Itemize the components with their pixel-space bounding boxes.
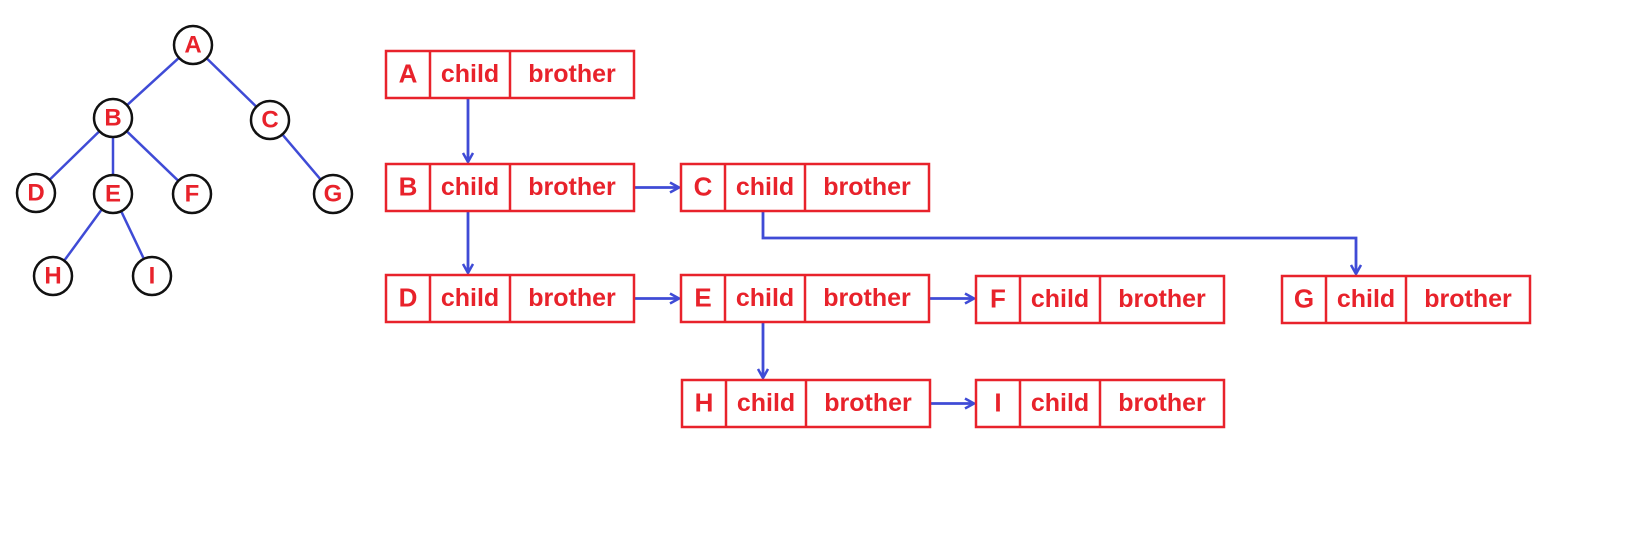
- tree-node-label: C: [261, 106, 278, 133]
- child-brother-links: [468, 87, 1356, 404]
- tree-node-label: A: [184, 31, 201, 58]
- record-brother-field: brother: [528, 173, 616, 201]
- record-brother-field: brother: [528, 284, 616, 312]
- tree-edge-b-d: [48, 130, 101, 181]
- record-node-label: G: [1294, 283, 1314, 313]
- record-child-field: child: [736, 284, 794, 312]
- tree-node-d: D: [15, 172, 57, 214]
- tree-nodes: A B C D E F G H I: [15, 24, 354, 297]
- tree-node-circle: [131, 255, 173, 297]
- tree-node-f: F: [171, 173, 213, 215]
- record-brother-field: brother: [823, 284, 911, 312]
- record-node-label: D: [399, 282, 418, 312]
- record-child-field: child: [441, 284, 499, 312]
- record-child-field: child: [1337, 285, 1395, 313]
- record-child-field: child: [1031, 285, 1089, 313]
- record-brother-field: brother: [1118, 389, 1206, 417]
- tree-node-label: G: [324, 180, 343, 207]
- tree-edge-c-g: [281, 133, 322, 181]
- tree-node-a: A: [172, 24, 214, 66]
- record-brother-field: brother: [1424, 285, 1512, 313]
- record-node-label: H: [695, 387, 714, 417]
- tree-node-e: E: [92, 173, 134, 215]
- tree-node-b: B: [92, 97, 134, 139]
- tree-node-circle: [92, 97, 134, 139]
- record-node-label: A: [399, 58, 418, 88]
- tree-node-label: B: [104, 104, 121, 131]
- tree-node-c: C: [249, 99, 291, 141]
- tree-node-label: E: [105, 180, 121, 207]
- tree-node-circle: [15, 172, 57, 214]
- record-brother-field: brother: [824, 389, 912, 417]
- tree-edge-a-b: [126, 56, 180, 107]
- tree-edge-e-h: [63, 208, 103, 262]
- record-child-field: child: [1031, 389, 1089, 417]
- tree-node-label: I: [149, 262, 156, 289]
- record-node-label: C: [694, 171, 713, 201]
- tree-node-circle: [172, 24, 214, 66]
- record-node-label: B: [399, 171, 418, 201]
- record-node-label: E: [694, 282, 711, 312]
- tree-node-h: H: [32, 255, 74, 297]
- record-child-field: child: [441, 173, 499, 201]
- tree-node-circle: [32, 255, 74, 297]
- record-child-field: child: [737, 389, 795, 417]
- record-brother-field: brother: [528, 60, 616, 88]
- record-node-label: I: [994, 387, 1001, 417]
- record-brother-field: brother: [823, 173, 911, 201]
- tree-node-i: I: [131, 255, 173, 297]
- tree-edge-e-i: [120, 210, 145, 260]
- tree-node-circle: [312, 173, 354, 215]
- tree-node-label: F: [185, 180, 200, 207]
- tree-node-label: H: [44, 262, 61, 289]
- tree-node-g: G: [312, 173, 354, 215]
- record-child-field: child: [441, 60, 499, 88]
- tree-node-label: D: [27, 179, 44, 206]
- record-child-field: child: [736, 173, 794, 201]
- record-node-label: F: [990, 283, 1006, 313]
- tree-node-circle: [92, 173, 134, 215]
- tree-edges: [48, 56, 322, 262]
- tree-edge-b-f: [125, 130, 180, 182]
- link-arrow-c-child-g: [761, 202, 1356, 274]
- record-brother-field: brother: [1118, 285, 1206, 313]
- tree-node-circle: [171, 173, 213, 215]
- tree-node-circle: [249, 99, 291, 141]
- tree-edge-a-c: [205, 57, 258, 108]
